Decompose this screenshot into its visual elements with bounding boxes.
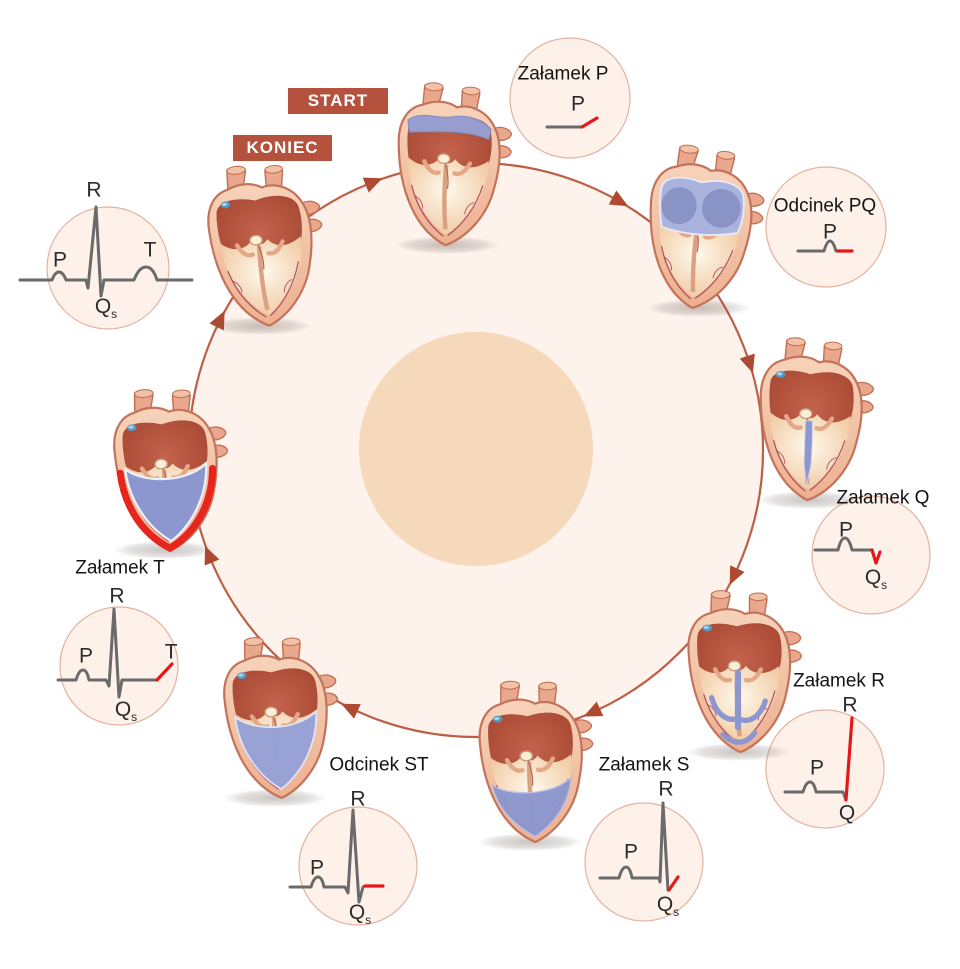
- ecg-inset-circle: [59, 606, 179, 726]
- ecg-inset-zalamek-r: [765, 709, 885, 829]
- ecg-inset-circle: [584, 802, 704, 922]
- ecg-inset-circle: [46, 206, 170, 330]
- cycle-dynamic-layer: [18, 37, 931, 926]
- ecg-trace-gray: [813, 536, 874, 552]
- heart-shadow: [113, 541, 217, 559]
- heart-shadow: [208, 317, 312, 335]
- ecg-trace-gray: [783, 780, 848, 802]
- cycle-arrowhead-icon: [739, 353, 755, 374]
- heart-illustration: [755, 336, 876, 503]
- ecg-inset-circle: [509, 37, 631, 159]
- ecg-inset-zalamek-q: [811, 495, 931, 615]
- ecg-trace-gray: [796, 239, 839, 253]
- ecg-trace-highlight: [667, 875, 680, 892]
- ecg-inset-circle: [765, 709, 885, 829]
- ecg-inset-zalamek-t: [56, 606, 179, 726]
- koniec-badge: KONIEC: [233, 135, 332, 161]
- ecg-trace-gray: [56, 607, 159, 699]
- heart-shadow: [478, 833, 582, 851]
- cycle-arrowhead-icon: [608, 190, 629, 207]
- ecg-inset-zalamek-p: [509, 37, 631, 159]
- start-badge: START: [288, 88, 388, 114]
- heart-septum-depolarizing: [755, 336, 876, 503]
- cycle-arrowhead-icon: [341, 703, 361, 719]
- ecg-inset-odcinek-st: [288, 806, 418, 926]
- cycle-arrowhead-icon: [362, 177, 383, 193]
- ecg-trace-gray: [18, 205, 194, 298]
- heart-highlight-overlay-atria: [655, 174, 748, 240]
- cycle-center-disc: [359, 332, 593, 566]
- ecg-trace-highlight: [580, 116, 599, 129]
- ecg-inset-circle: [811, 495, 931, 615]
- ecg-trace-gray: [288, 808, 365, 904]
- ecg-inset-odcinek-pq: [765, 166, 887, 288]
- ecg-trace-highlight: [844, 716, 854, 802]
- cycle-arrowhead-icon: [583, 701, 604, 717]
- ecg-inset-zalamek-s: [584, 801, 704, 922]
- ecg-inset-full: [18, 205, 194, 330]
- ecg-trace-highlight: [870, 548, 882, 565]
- ecg-inset-circle: [765, 166, 887, 288]
- cycle-arrowhead-icon: [729, 565, 745, 585]
- heart-shadow: [223, 789, 327, 807]
- heart-shadow: [646, 299, 750, 317]
- ecg-trace-gray: [598, 801, 670, 892]
- ecg-trace-highlight: [155, 662, 174, 682]
